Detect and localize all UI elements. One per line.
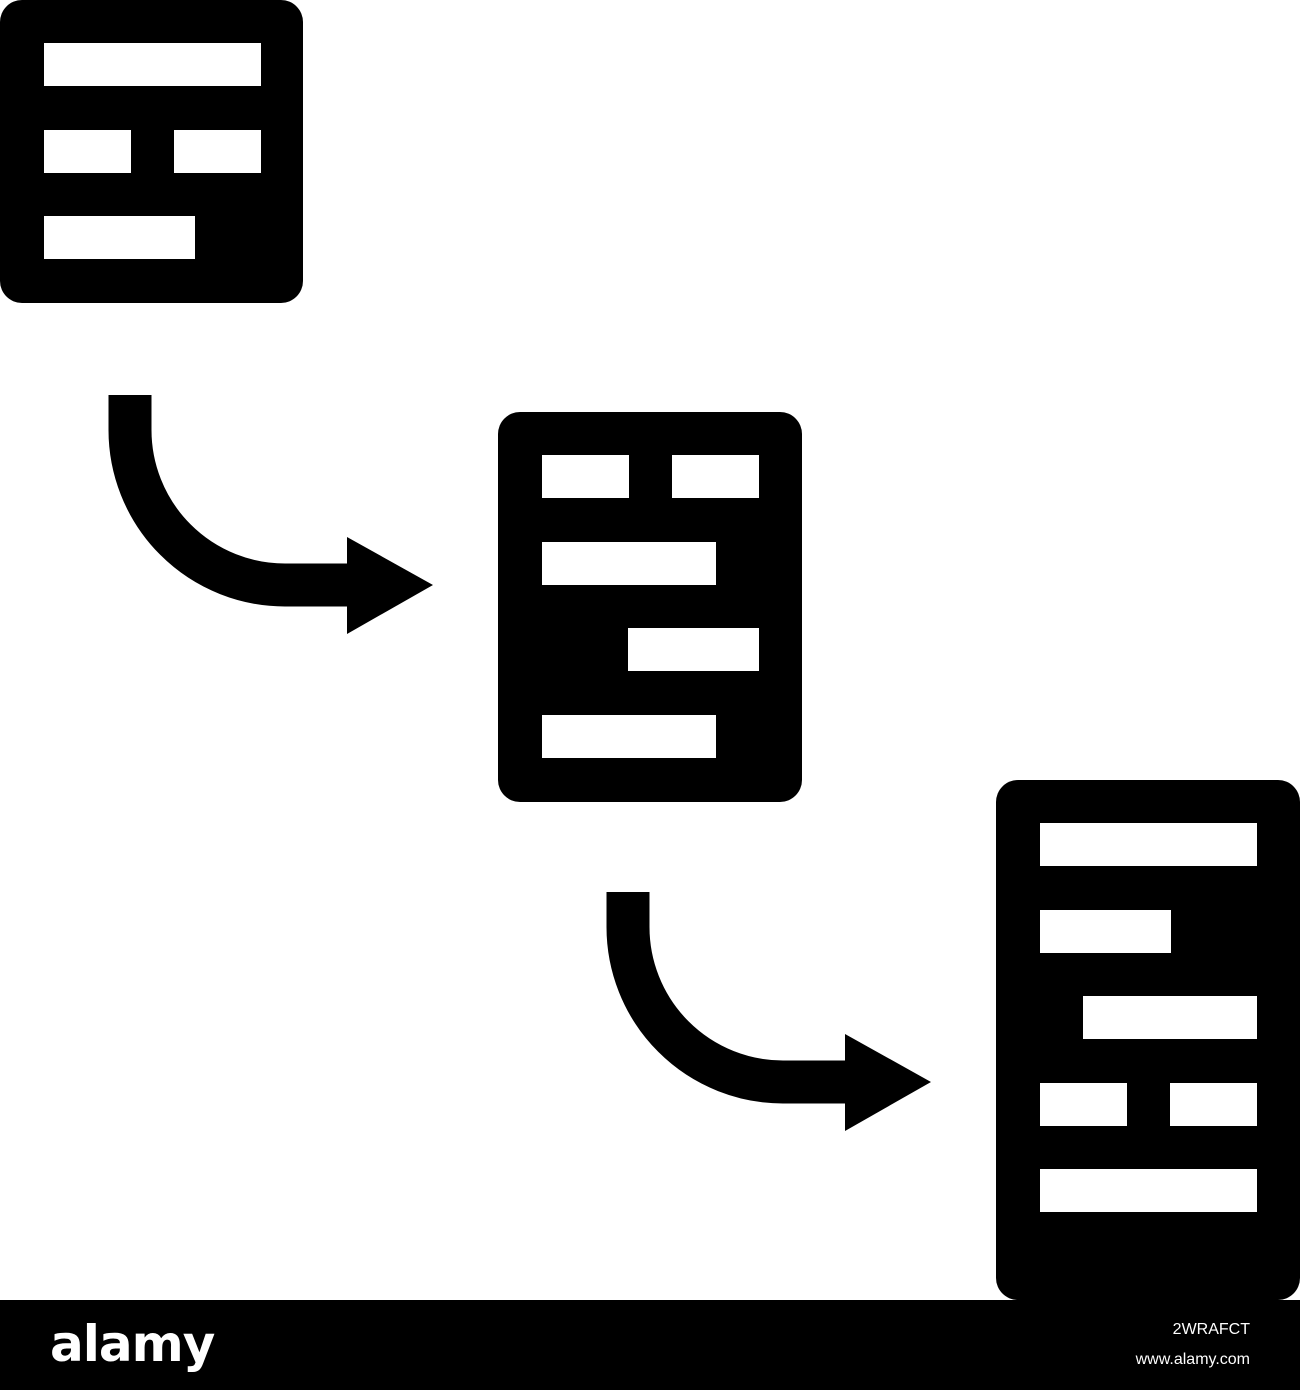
- image-id-label: 2WRAFCT: [1172, 1321, 1250, 1338]
- brand-logo: alamy: [50, 1315, 215, 1373]
- content-bar: [672, 455, 759, 498]
- layout-block-2: [498, 412, 802, 802]
- curved-arrow-right-icon: [108, 395, 433, 634]
- content-bar: [174, 130, 261, 173]
- content-bar: [1083, 996, 1257, 1039]
- content-bar: [1040, 1083, 1127, 1126]
- layout-block-1: [0, 0, 303, 303]
- content-bar: [542, 715, 716, 758]
- content-bar: [542, 455, 629, 498]
- content-bar: [542, 542, 716, 585]
- content-bar: [44, 43, 261, 86]
- content-bar: [1170, 1083, 1257, 1126]
- stock-footer-bar: alamy 2WRAFCT www.alamy.com: [0, 1300, 1300, 1390]
- icon-canvas: [0, 0, 1300, 1300]
- content-bar: [44, 130, 131, 173]
- content-bar: [1040, 910, 1171, 953]
- content-bar: [44, 216, 195, 259]
- content-bar: [1040, 823, 1257, 866]
- content-bar: [1040, 1169, 1257, 1212]
- site-url-label: www.alamy.com: [1135, 1351, 1250, 1368]
- content-bar: [628, 628, 759, 671]
- layout-block-3: [996, 780, 1300, 1300]
- curved-arrow-right-icon: [606, 892, 931, 1131]
